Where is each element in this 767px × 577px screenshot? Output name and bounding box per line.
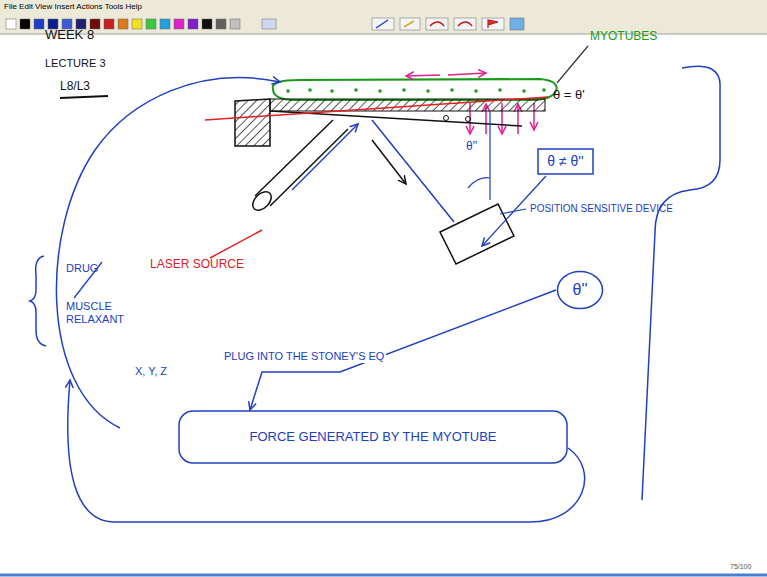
callout-label: MYOTUBES <box>590 30 657 44</box>
menu-bar: File Edit View Insert Actions Tools Help <box>4 2 142 11</box>
node-text: FORCE GENERATED BY THE MYOTUBE <box>178 429 568 445</box>
edge-label: PLUG INTO THE STONEY'S EQ <box>222 350 386 363</box>
week-heading: WEEK 8 <box>45 28 94 43</box>
page-number: 75/100 <box>730 563 751 571</box>
outline-rect <box>179 411 567 463</box>
lecture-heading: LECTURE 3 <box>45 57 106 70</box>
equation-box: θ ≠ θ'' <box>537 148 594 175</box>
axis-label: X, Y, Z <box>135 365 167 378</box>
angle-label: θ'' <box>466 140 477 154</box>
outline-rect <box>538 149 593 174</box>
circled-angle: θ'' <box>556 270 604 310</box>
node-text: θ ≠ θ'' <box>537 153 594 170</box>
node-text: θ'' <box>556 280 604 299</box>
device-label: POSITION SENSITIVE DEVICE <box>530 203 673 215</box>
result-box: FORCE GENERATED BY THE MYOTUBE <box>178 410 568 464</box>
drug-label: DRUG <box>66 262 98 275</box>
drug-label: MUSCLE RELAXANT <box>66 300 141 325</box>
angle-equation: θ = θ' <box>553 88 585 103</box>
lecture-code: L8/L3 <box>60 80 90 94</box>
source-label: LASER SOURCE <box>150 258 244 272</box>
